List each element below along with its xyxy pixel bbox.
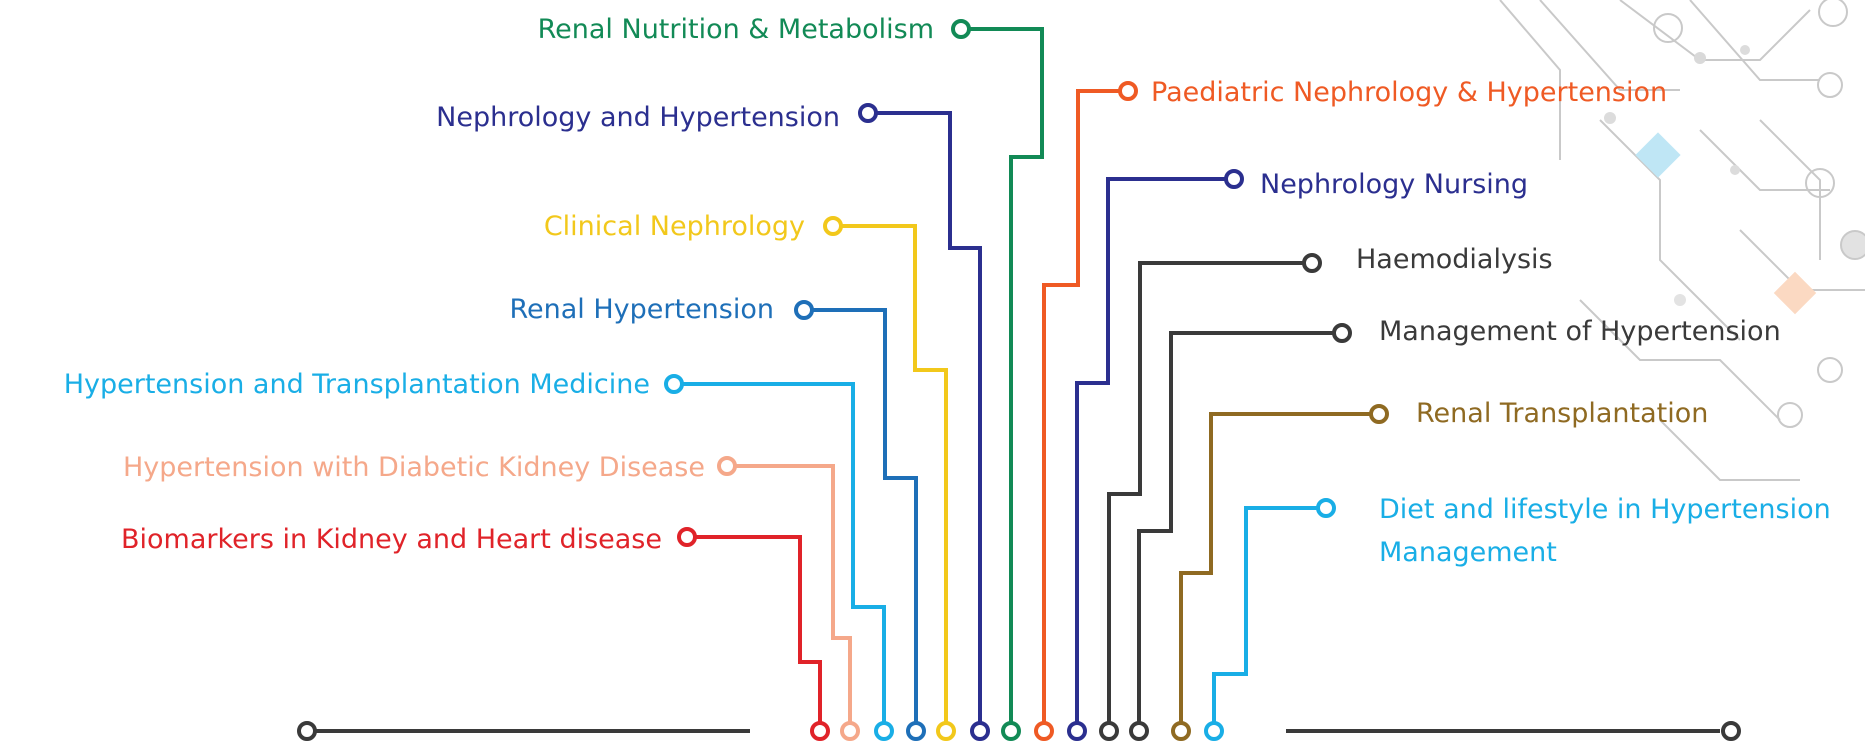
topic-label-renal-nutrition: Renal Nutrition & Metabolism: [538, 14, 934, 45]
node-icon-nephrology-hypertension: [858, 103, 878, 123]
terminal-node-icon-hypertension-transplantation: [874, 721, 894, 741]
topic-label-biomarkers: Biomarkers in Kidney and Heart disease: [121, 524, 662, 555]
topic-label-paediatric: Paediatric Nephrology & Hypertension: [1151, 77, 1667, 108]
terminal-node-icon-paediatric: [1034, 721, 1054, 741]
terminal-node-icon-nursing: [1067, 721, 1087, 741]
node-icon-renal-hypertension: [794, 300, 814, 320]
node-icon-haemodialysis: [1302, 253, 1322, 273]
trace-nursing: [1075, 177, 1226, 724]
terminal-node-icon-management-hypertension: [1129, 721, 1149, 741]
topic-label-management-hypertension: Management of Hypertension: [1379, 316, 1781, 347]
topic-label-hypertension-transplantation: Hypertension and Transplantation Medicin…: [64, 369, 650, 400]
trace-renal-nutrition: [969, 27, 1044, 724]
baseline-right-node-icon: [1721, 721, 1741, 741]
topic-label-renal-transplantation: Renal Transplantation: [1416, 398, 1708, 429]
trace-hypertension-diabetic: [735, 464, 852, 724]
terminal-node-icon-renal-hypertension: [906, 721, 926, 741]
node-icon-renal-transplantation: [1369, 404, 1389, 424]
topic-label-haemodialysis: Haemodialysis: [1356, 244, 1553, 275]
node-icon-hypertension-diabetic: [717, 456, 737, 476]
terminal-node-icon-diet-lifestyle: [1204, 721, 1224, 741]
topic-label-renal-hypertension: Renal Hypertension: [509, 294, 774, 325]
trace-renal-hypertension: [812, 308, 918, 724]
node-icon-renal-nutrition: [951, 19, 971, 39]
node-icon-paediatric: [1118, 81, 1138, 101]
trace-nephrology-hypertension: [876, 111, 982, 724]
node-icon-clinical-nephrology: [823, 216, 843, 236]
trace-hypertension-transplantation: [682, 382, 886, 724]
trace-haemodialysis: [1107, 261, 1304, 724]
topic-label-hypertension-diabetic: Hypertension with Diabetic Kidney Diseas…: [123, 452, 705, 483]
trace-diet-lifestyle: [1212, 506, 1318, 724]
node-icon-nursing: [1224, 169, 1244, 189]
trace-management-hypertension: [1137, 331, 1334, 724]
node-icon-hypertension-transplantation: [664, 374, 684, 394]
terminal-node-icon-clinical-nephrology: [936, 721, 956, 741]
terminal-node-icon-biomarkers: [810, 721, 830, 741]
node-icon-diet-lifestyle: [1316, 498, 1336, 518]
trace-biomarkers: [695, 535, 822, 724]
node-icon-biomarkers: [677, 527, 697, 547]
trace-paediatric: [1042, 89, 1120, 724]
topic-label-diet-lifestyle-line2: Management: [1379, 537, 1557, 568]
baseline-left-node-icon: [297, 721, 317, 741]
node-icon-management-hypertension: [1332, 323, 1352, 343]
trace-clinical-nephrology: [841, 224, 948, 724]
topic-label-nursing: Nephrology Nursing: [1260, 169, 1528, 200]
terminal-node-icon-hypertension-diabetic: [840, 721, 860, 741]
terminal-node-icon-nephrology-hypertension: [970, 721, 990, 741]
topic-label-nephrology-hypertension: Nephrology and Hypertension: [436, 102, 840, 133]
terminal-node-icon-renal-nutrition: [1001, 721, 1021, 741]
topic-label-diet-lifestyle: Diet and lifestyle in Hypertension: [1379, 494, 1831, 525]
topic-label-clinical-nephrology: Clinical Nephrology: [544, 211, 805, 242]
trace-renal-transplantation: [1179, 412, 1371, 724]
background-network-decoration: [1499, 0, 1865, 481]
terminal-node-icon-haemodialysis: [1099, 721, 1119, 741]
baseline: [297, 721, 1741, 741]
terminal-node-icon-renal-transplantation: [1171, 721, 1191, 741]
